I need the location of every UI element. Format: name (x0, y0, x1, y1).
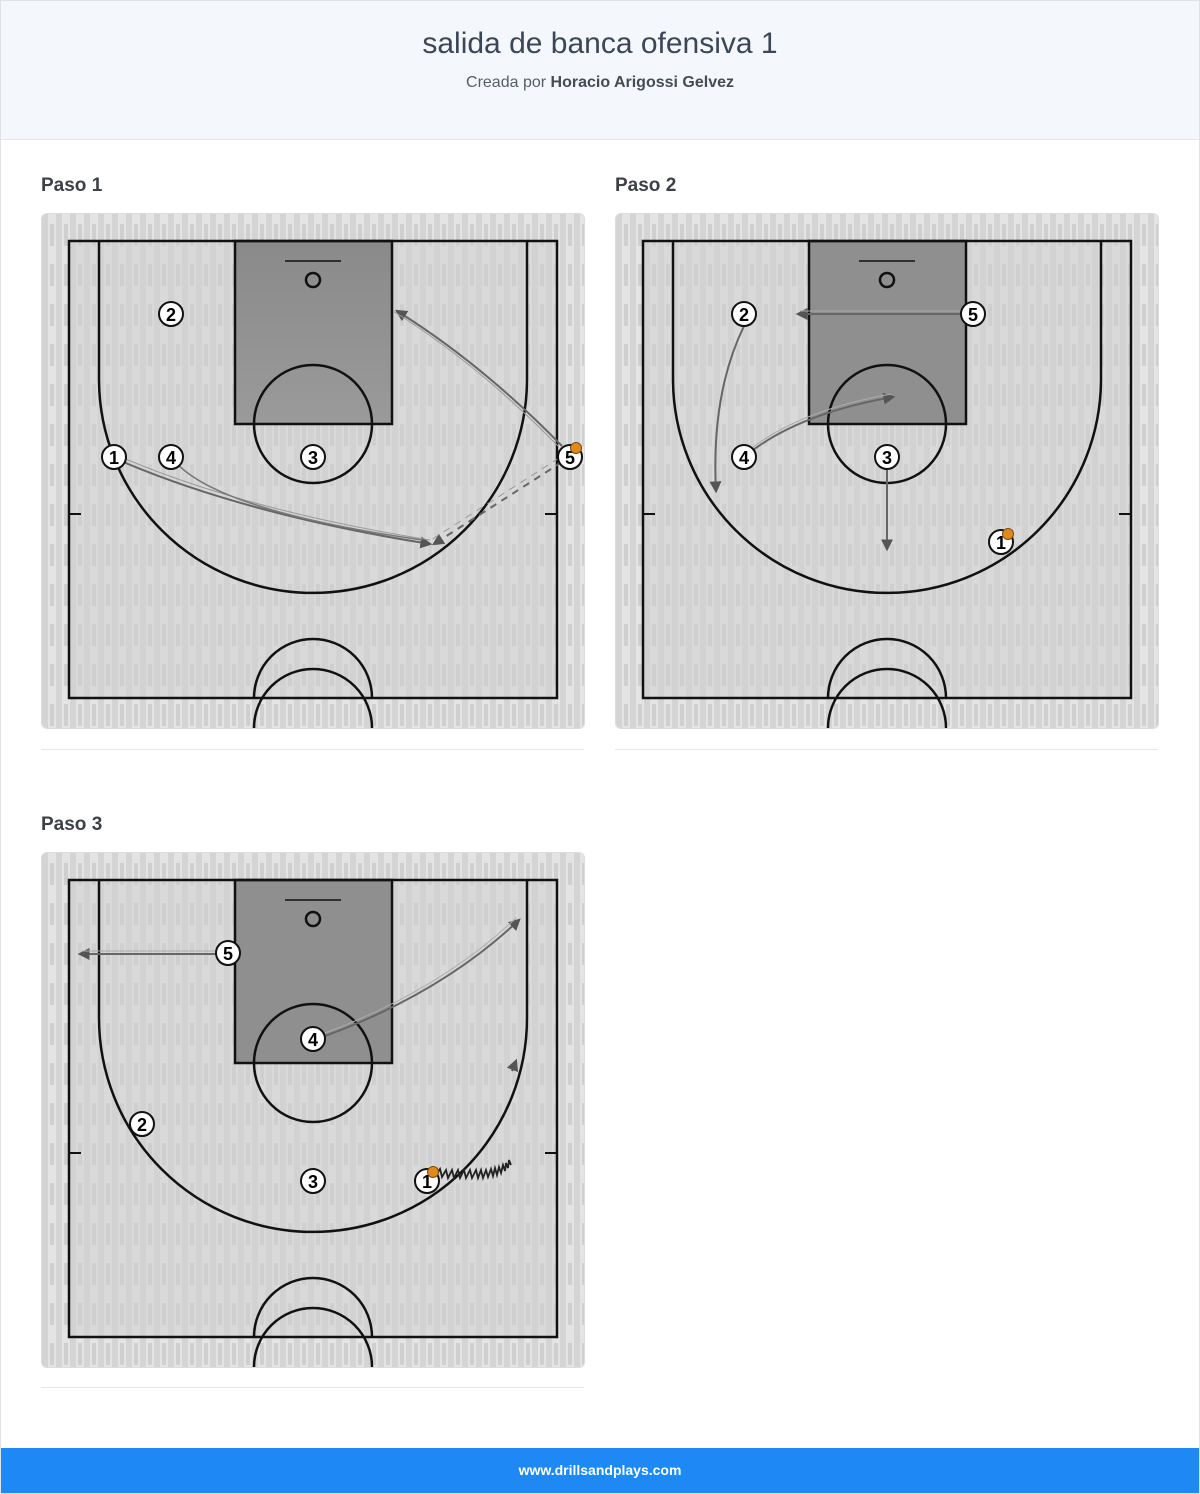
svg-text:2: 2 (739, 305, 749, 325)
page-subtitle: Creada por Horacio Arigossi Gelvez (1, 74, 1199, 92)
court (42, 214, 584, 728)
players: 5 4 2 3 1 (129, 940, 440, 1194)
cut-5-path (394, 309, 563, 447)
svg-text:1: 1 (422, 1172, 432, 1192)
svg-text:5: 5 (968, 305, 978, 325)
three-point-line (671, 241, 1103, 595)
player-4-icon: 4 (731, 444, 757, 470)
page-footer: www.drillsandplays.com (1, 1448, 1199, 1493)
player-1-icon: 1 (988, 528, 1014, 555)
ball-icon (1002, 528, 1014, 540)
player-3-icon: 3 (874, 444, 900, 470)
cut-4-path (743, 392, 896, 458)
center-circle (252, 637, 374, 728)
player-3-icon: 3 (300, 444, 326, 470)
actions (113, 309, 563, 549)
actions (77, 917, 521, 1182)
player-1-icon: 1 (101, 444, 127, 470)
svg-text:5: 5 (565, 448, 575, 468)
three-point-line (97, 241, 529, 595)
hoop (878, 271, 896, 289)
cut-2-path (709, 325, 745, 494)
ball-icon (570, 442, 582, 454)
svg-text:4: 4 (308, 1030, 318, 1050)
center-circle (252, 1276, 374, 1367)
page-header: salida de banca ofensiva 1 Creada por Ho… (1, 1, 1199, 140)
step-2-title: Paso 2 (615, 175, 677, 196)
hoop (304, 910, 322, 928)
page-title: salida de banca ofensiva 1 (422, 27, 778, 60)
player-2-icon: 2 (129, 1111, 155, 1137)
center-circle (826, 637, 948, 728)
key-lane (233, 878, 394, 1065)
author-name: Horacio Arigossi Gelvez (550, 74, 734, 91)
cut-4-path (324, 918, 521, 1037)
footer-link[interactable]: www.drillsandplays.com (518, 1462, 682, 1478)
step-1-diagram: 2 1 4 3 5 (41, 213, 585, 729)
players: 2 1 4 3 5 (101, 301, 583, 470)
free-throw-circle (252, 363, 374, 485)
step-2-separator (615, 749, 1158, 750)
cut-1-path (113, 457, 433, 549)
key-lane (233, 239, 394, 426)
step-2-diagram: 2 5 4 3 1 (615, 213, 1159, 729)
player-5-icon: 5 (557, 442, 583, 470)
svg-text:3: 3 (308, 448, 318, 468)
player-3-icon: 3 (300, 1168, 326, 1194)
player-5-icon: 5 (960, 301, 986, 327)
svg-text:3: 3 (308, 1172, 318, 1192)
paint-area (235, 241, 392, 424)
hoop (304, 271, 322, 289)
players: 2 5 4 3 1 (731, 301, 1014, 555)
key-lane (807, 239, 968, 426)
created-by-label: Creada por (466, 74, 547, 91)
step-3-title: Paso 3 (41, 814, 103, 835)
player-2-icon: 2 (731, 301, 757, 327)
step-1-title: Paso 1 (41, 175, 103, 196)
player-2-icon: 2 (158, 301, 184, 327)
player-4-icon: 4 (300, 1026, 326, 1052)
player-5-icon: 5 (215, 940, 241, 966)
free-throw-circle (252, 1002, 374, 1124)
svg-text:1: 1 (996, 533, 1006, 553)
svg-text:1: 1 (109, 448, 119, 468)
svg-text:4: 4 (739, 448, 749, 468)
player-4-icon: 4 (158, 444, 184, 470)
svg-text:5: 5 (223, 944, 233, 964)
ball-icon (427, 1166, 439, 1178)
step-1-separator (41, 749, 584, 750)
step-3-separator (41, 1387, 584, 1388)
three-point-line (97, 880, 529, 1234)
step-3-diagram: 5 4 2 3 1 (41, 852, 585, 1368)
paint-area (809, 241, 966, 424)
actions (709, 308, 961, 552)
dribble-1-path (435, 1159, 512, 1182)
player-1-icon: 1 (414, 1166, 440, 1194)
svg-text:3: 3 (882, 448, 892, 468)
svg-text:2: 2 (166, 305, 176, 325)
svg-text:2: 2 (137, 1115, 147, 1135)
svg-text:4: 4 (166, 448, 176, 468)
